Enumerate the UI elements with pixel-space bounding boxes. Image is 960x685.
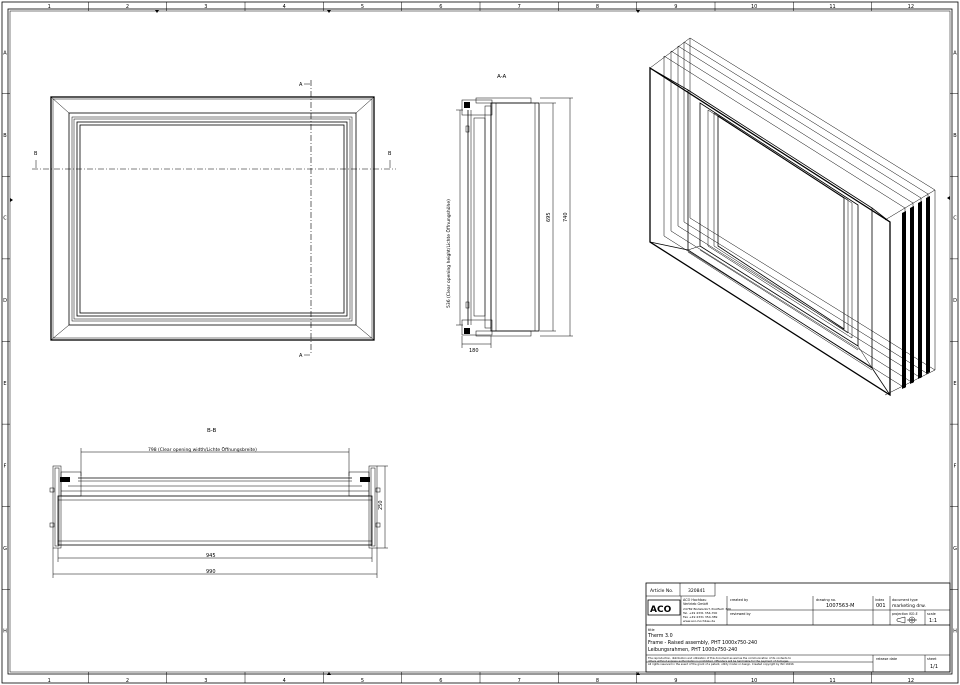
title-line-3: Leibungsrahmen, PHT 1000x750-240	[648, 647, 737, 653]
company-address-4: www.aco-hochbau.de	[683, 619, 715, 623]
company-logo: ACO	[647, 599, 681, 616]
sheet-label: sheet	[927, 657, 937, 661]
drawing-no-label: drawing no.	[816, 598, 836, 602]
column-label-top-2: 2	[126, 4, 129, 10]
front-view: A A B B	[32, 80, 396, 359]
cut-marker-b-left: B	[34, 151, 38, 157]
column-label-bottom-6: 6	[439, 678, 442, 684]
column-label-top-4: 4	[283, 4, 286, 10]
column-label-top-10: 10	[751, 4, 757, 10]
projection-label: projection ISO-E	[892, 612, 918, 616]
dim-inner-height: 695	[546, 212, 552, 222]
reviewed-by-label: reviewed by	[730, 612, 751, 616]
row-label-right-A: A	[953, 50, 957, 56]
dim-section-height: 250	[378, 500, 384, 510]
row-label-right-E: E	[953, 381, 956, 387]
cut-marker-b-right: B	[388, 151, 392, 157]
dim-clear-opening-height: 536 (Clear opening height/Lichte Öffnung…	[445, 199, 452, 308]
column-label-top-1: 1	[48, 4, 51, 10]
company-address-1: 24782 Büdelsdorf, Postfach 320	[683, 607, 731, 611]
row-label-left-F: F	[4, 463, 7, 469]
column-label-bottom-11: 11	[829, 678, 835, 684]
company-address-3: Fax +49 4331 354-389	[683, 615, 718, 619]
company-address-2: Tel. +49 4331 354-700	[682, 611, 717, 615]
column-label-bottom-8: 8	[596, 678, 599, 684]
column-label-top-11: 11	[829, 4, 835, 10]
column-label-bottom-10: 10	[751, 678, 757, 684]
index-label: index	[875, 598, 884, 602]
row-label-left-C: C	[3, 216, 7, 222]
row-label-left-G: G	[3, 546, 7, 552]
row-label-left-A: A	[3, 50, 7, 56]
cut-marker-a-top: A	[299, 82, 303, 88]
title-line-2: Frame - Raised assembly, PHT 1000x750-24…	[648, 640, 757, 646]
section-b-b: B-B 798 (Clear opening width/Lichte Öffn…	[49, 428, 388, 578]
row-label-right-C: C	[953, 216, 957, 222]
section-a-a: A-A 536 (Clear opening height/Lichte Öff…	[445, 74, 573, 354]
legal-line-2: others without express authorization is …	[648, 659, 789, 663]
scale-label: scale	[927, 612, 936, 616]
scale-value: 1:1	[929, 618, 937, 624]
release-date-label: release date	[876, 657, 897, 661]
column-label-bottom-9: 9	[674, 678, 677, 684]
company-name-1: ACO Hochbau	[683, 598, 706, 602]
legal-line-3: All rights reserved in the event of the …	[648, 662, 794, 666]
column-label-top-12: 12	[908, 4, 914, 10]
column-label-bottom-4: 4	[283, 678, 286, 684]
row-label-left-D: D	[3, 298, 7, 304]
title-line-1: Therm 3.0	[647, 633, 673, 639]
row-label-right-H: H	[953, 629, 957, 635]
column-label-bottom-3: 3	[204, 678, 207, 684]
doc-type-label: document type	[892, 598, 918, 602]
column-label-bottom-7: 7	[518, 678, 521, 684]
column-label-bottom-12: 12	[908, 678, 914, 684]
article-no-label: Article No.	[650, 588, 673, 594]
centering-marks	[10, 10, 950, 675]
projection-symbol	[896, 616, 917, 624]
drawing-no-value: 1007563-M	[826, 603, 854, 609]
row-label-right-D: D	[953, 298, 957, 304]
title-label: title	[648, 628, 655, 632]
doc-type-value: marketing drw.	[892, 603, 926, 609]
row-label-right-F: F	[954, 463, 957, 469]
dim-depth: 180	[469, 348, 479, 354]
index-value: 001	[876, 603, 886, 609]
dim-outer-width: 990	[206, 569, 216, 575]
section-b-b-label: B-B	[207, 428, 217, 434]
logo-wordmark: ACO	[650, 605, 672, 615]
grid-row-labels: A A B B C C D D E E F F G G H H	[2, 50, 958, 635]
article-no-value: 320841	[688, 588, 705, 594]
column-label-top-5: 5	[361, 4, 364, 10]
dim-outer-height: 740	[563, 212, 569, 222]
column-label-bottom-5: 5	[361, 678, 364, 684]
section-a-a-label: A-A	[497, 74, 507, 80]
row-label-right-B: B	[953, 133, 957, 139]
row-label-left-B: B	[3, 133, 7, 139]
row-label-left-E: E	[3, 381, 6, 387]
row-label-right-G: G	[953, 546, 957, 552]
column-label-top-6: 6	[439, 4, 442, 10]
title-block: Article No. 320841 ACO ACO Hochbau Vertr…	[645, 582, 951, 673]
legal-line-1: The reproduction, distribution and utili…	[648, 656, 791, 660]
column-label-bottom-1: 1	[48, 678, 51, 684]
company-name-2: Vertrieb GmbH	[683, 602, 709, 606]
row-label-left-H: H	[3, 629, 7, 635]
sheet-value: 1/1	[930, 664, 938, 670]
column-label-bottom-2: 2	[126, 678, 129, 684]
dim-inner-width: 945	[206, 553, 216, 559]
column-label-top-7: 7	[518, 4, 521, 10]
column-label-top-8: 8	[596, 4, 599, 10]
cut-marker-a-bottom: A	[299, 353, 303, 359]
column-label-top-3: 3	[204, 4, 207, 10]
isometric-view	[649, 37, 936, 397]
dim-clear-opening-width: 798 (Clear opening width/Lichte Öffnungs…	[148, 446, 257, 453]
column-label-top-9: 9	[674, 4, 677, 10]
created-by-label: created by	[730, 598, 748, 602]
